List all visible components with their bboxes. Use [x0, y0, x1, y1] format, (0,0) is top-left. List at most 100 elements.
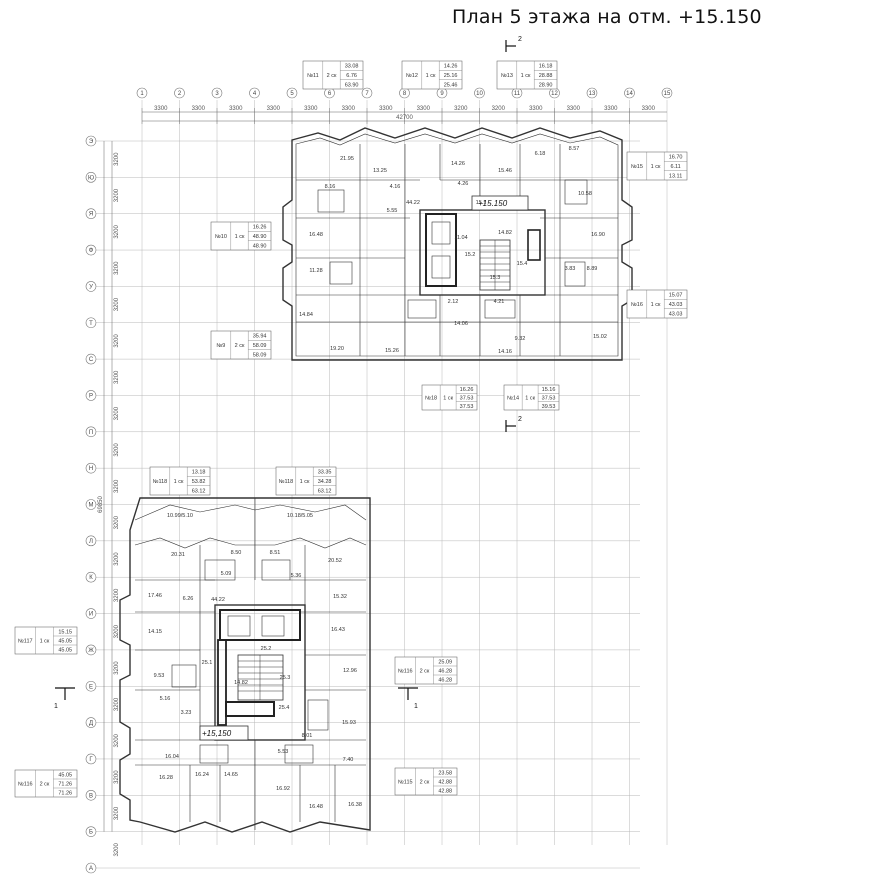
row-spacing-label: 3200 [114, 152, 120, 166]
col-axis-label: 8 [403, 91, 407, 97]
col-axis-bubble [624, 87, 635, 99]
apartment-area-value: 46.28 [438, 678, 452, 684]
row-axis-bubble [85, 317, 97, 329]
apartment-type: 2 ск [235, 343, 245, 349]
room-area-label: 19.20 [330, 346, 344, 352]
col-spacing-label: 3300 [342, 106, 356, 112]
apartment-type: 2 ск [327, 73, 337, 79]
section-mark-2-bottom: 2 [518, 416, 522, 423]
room-area-label: 14.15 [148, 629, 162, 635]
apartment-type: 2 ск [40, 782, 50, 788]
row-spacing-label: 3200 [114, 624, 120, 638]
row-spacing-label: 3200 [114, 515, 120, 529]
col-axis-label: 15 [664, 91, 671, 97]
col-axis-label: 12 [551, 91, 558, 97]
col-spacing-label: 3200 [454, 106, 468, 112]
col-spacing-label: 3300 [154, 106, 168, 112]
room-area-label: 44.22 [406, 200, 420, 206]
room-area-label: 6.18 [535, 151, 546, 157]
row-axis-bubble [85, 353, 97, 365]
room-area-label: 15.1 [476, 200, 487, 206]
apartment-type: 1 ск [300, 479, 310, 485]
row-axis-bubble [85, 244, 97, 256]
room-area-label: 4.21 [494, 299, 505, 305]
apartment-type: 1 ск [40, 639, 50, 645]
room-area-label: 15.32 [333, 594, 347, 600]
room-area-label: 14.84 [299, 312, 313, 318]
apartment-area-value: 13.18 [192, 470, 206, 476]
apartment-area-value: 16.26 [253, 225, 267, 231]
room-area-label: 8.57 [569, 146, 580, 152]
apartment-area-value: 71.26 [58, 782, 72, 788]
apartment-number: №9 [216, 343, 225, 349]
row-axis-label: Ф [89, 248, 94, 254]
apartment-number: №11 [307, 73, 319, 79]
room-area-label: 14.06 [454, 321, 468, 327]
row-axis-bubble [85, 208, 97, 219]
room-area-label: 16.48 [309, 804, 323, 810]
row-axis-label: К [89, 575, 93, 581]
room-area-label: 14.65 [224, 772, 238, 778]
room-area-label: 15.46 [498, 168, 512, 174]
room-area-label: 9.32 [515, 336, 526, 342]
row-spacing-label: 3200 [114, 406, 120, 420]
row-spacing-label: 3200 [114, 697, 120, 711]
room-area-label: 12.96 [343, 668, 357, 674]
apartment-number: №117 [18, 639, 33, 645]
apartment-area-value: 13.11 [669, 173, 682, 179]
apartment-number: №14 [507, 396, 519, 402]
room-area-label: 15.2 [465, 252, 476, 258]
room-area-label: 14.26 [451, 161, 465, 167]
row-axis-bubble [85, 281, 97, 292]
apartment-number: №16 [631, 302, 643, 308]
apartment-area-value: 14.26 [444, 64, 458, 70]
row-axis-label: А [89, 866, 93, 872]
room-area-label: 16.38 [348, 802, 362, 808]
apartment-area-value: 15.07 [669, 293, 683, 299]
section-marks [55, 40, 516, 700]
level-mark-upper: +15.150 [478, 199, 508, 208]
room-area-label: 8.16 [325, 184, 336, 190]
room-area-label: 16.28 [159, 775, 173, 781]
apartment-area-value: 45.05 [58, 648, 72, 654]
col-axis-bubble [474, 87, 485, 99]
room-area-label: 8.01 [302, 733, 313, 739]
room-area-label: 4.26 [458, 181, 469, 187]
section-mark-1-right: 1 [414, 703, 418, 710]
apartment-area-value: 25.09 [438, 660, 452, 666]
apartment-area-value: 25.16 [444, 73, 458, 79]
col-axis-bubble [586, 87, 598, 99]
apartment-number: №115 [398, 780, 413, 786]
apartment-area-value: 16.26 [460, 387, 474, 393]
apartment-area-value: 58.09 [253, 343, 267, 349]
row-axis-label: М [89, 503, 94, 509]
upper-building [282, 127, 633, 361]
overall-width-label: 42700 [396, 115, 413, 121]
col-axis-label: 4 [253, 91, 257, 97]
col-spacing-label: 3300 [267, 106, 281, 112]
apartment-area-value: 28.88 [539, 73, 553, 79]
row-spacing-label: 3200 [114, 188, 120, 202]
row-spacing-label: 3200 [114, 334, 120, 348]
room-area-label: 15.3 [490, 275, 501, 281]
apartment-area-value: 48.90 [253, 234, 267, 240]
col-axis-label: 1 [140, 91, 144, 97]
room-area-label: 14.82 [498, 230, 512, 236]
room-area-label: 16.43 [331, 627, 345, 633]
row-axis-label: В [89, 793, 93, 799]
col-axis-bubble [661, 87, 673, 99]
apartment-area-value: 63.12 [192, 488, 206, 494]
row-axis-bubble [85, 172, 97, 183]
apartment-area-value: 15.16 [542, 387, 556, 393]
row-axis-label: Ж [88, 648, 94, 654]
room-area-label: 9.53 [154, 673, 165, 679]
row-axis-bubble [85, 608, 97, 619]
room-area-label: 16.04 [165, 754, 179, 760]
overall-height-label: 69850 [98, 495, 104, 512]
